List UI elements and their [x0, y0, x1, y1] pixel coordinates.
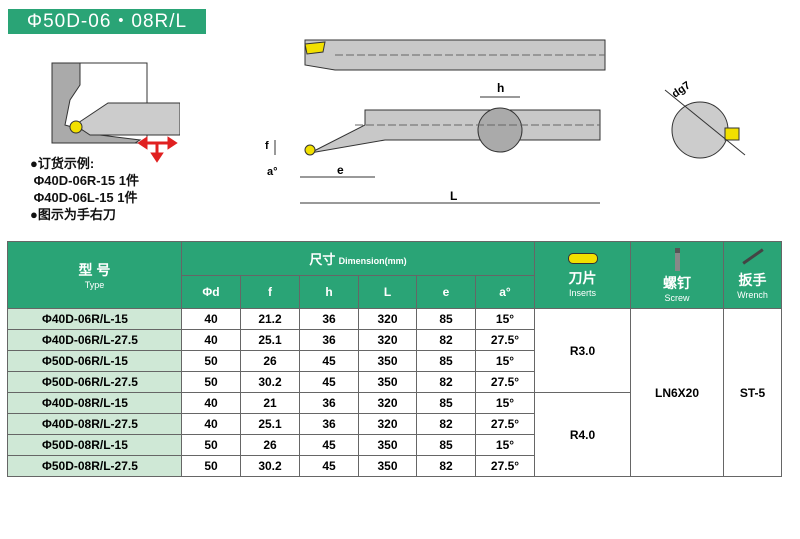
cell-type: Φ40D-08R/L-27.5 — [7, 413, 182, 435]
cell-insert: R4.0 — [534, 392, 631, 477]
cell-value: 27.5° — [475, 371, 535, 393]
page-title: Φ50D-06・08R/L — [8, 9, 206, 34]
tool-end-view: dg7 — [664, 80, 746, 159]
label-e: e — [337, 163, 344, 177]
note-line: Φ40D-06R-15 1件 — [30, 173, 139, 188]
cell-value: 320 — [358, 308, 417, 330]
cell-type: Φ50D-08R/L-15 — [7, 434, 182, 456]
header-dimension: 尺寸 Dimension(mm) — [181, 241, 535, 276]
cell-value: 26 — [240, 434, 300, 456]
cell-value: 15° — [475, 308, 535, 330]
order-notes: ●订货示例: Φ40D-06R-15 1件 Φ40D-06L-15 1件 ●图示… — [30, 155, 139, 223]
cell-value: 27.5° — [475, 329, 535, 351]
cell-value: 21.2 — [240, 308, 300, 330]
cell-value: 50 — [181, 371, 241, 393]
cell-value: 320 — [358, 392, 417, 414]
cell-value: 27.5° — [475, 455, 535, 477]
detail-view-diagram — [51, 62, 180, 163]
cell-type: Φ50D-08R/L-27.5 — [7, 455, 182, 477]
cell-value: 82 — [416, 371, 476, 393]
cell-value: 350 — [358, 371, 417, 393]
cell-value: 25.1 — [240, 413, 300, 435]
cell-type: Φ50D-06R/L-27.5 — [7, 371, 182, 393]
col-e: e — [416, 275, 476, 309]
cell-value: 45 — [299, 350, 359, 372]
cell-value: 36 — [299, 308, 359, 330]
label-a: a° — [267, 166, 278, 178]
cell-value: 40 — [181, 392, 241, 414]
cell-screw: LN6X20 — [630, 308, 724, 477]
cell-value: 350 — [358, 350, 417, 372]
cell-value: 21 — [240, 392, 300, 414]
cell-type: Φ50D-06R/L-15 — [7, 350, 182, 372]
label-L: L — [450, 189, 457, 203]
cell-value: 85 — [416, 308, 476, 330]
label-dg7: dg7 — [670, 80, 693, 100]
cell-value: 26 — [240, 350, 300, 372]
cell-value: 15° — [475, 434, 535, 456]
cell-type: Φ40D-06R/L-15 — [7, 308, 182, 330]
cell-value: 30.2 — [240, 371, 300, 393]
col-L: L — [358, 275, 417, 309]
note-right-hand: ●图示为手右刀 — [30, 207, 116, 222]
cell-value: 27.5° — [475, 413, 535, 435]
cell-insert: R3.0 — [534, 308, 631, 393]
cell-value: 15° — [475, 392, 535, 414]
tool-top-view — [304, 39, 606, 71]
cell-value: 85 — [416, 392, 476, 414]
tool-side-view: h e L f a° — [265, 81, 601, 204]
cell-value: 50 — [181, 455, 241, 477]
cell-value: 350 — [358, 434, 417, 456]
cell-value: 320 — [358, 413, 417, 435]
label-f: f — [265, 140, 269, 152]
cell-value: 36 — [299, 329, 359, 351]
label-h: h — [497, 81, 504, 95]
cell-wrench: ST-5 — [723, 308, 782, 477]
cell-value: 350 — [358, 455, 417, 477]
col-f: f — [240, 275, 300, 309]
cell-value: 25.1 — [240, 329, 300, 351]
col-a: a° — [475, 275, 535, 309]
cell-value: 82 — [416, 413, 476, 435]
insert-icon — [69, 120, 83, 134]
note-order-example: ●订货示例: — [30, 156, 95, 171]
insert-icon — [567, 252, 598, 264]
wrench-icon — [741, 247, 764, 265]
cell-value: 82 — [416, 329, 476, 351]
cell-value: 50 — [181, 434, 241, 456]
cell-type: Φ40D-06R/L-27.5 — [7, 329, 182, 351]
cell-value: 36 — [299, 413, 359, 435]
cell-value: 82 — [416, 455, 476, 477]
cell-value: 85 — [416, 350, 476, 372]
cell-value: 45 — [299, 455, 359, 477]
cell-value: 85 — [416, 434, 476, 456]
cell-value: 40 — [181, 329, 241, 351]
note-line: Φ40D-06L-15 1件 — [30, 190, 138, 205]
cell-value: 40 — [181, 308, 241, 330]
screw-icon — [674, 247, 680, 271]
cell-value: 30.2 — [240, 455, 300, 477]
cell-value: 50 — [181, 350, 241, 372]
cell-value: 45 — [299, 434, 359, 456]
cell-value: 320 — [358, 329, 417, 351]
cell-type: Φ40D-08R/L-15 — [7, 392, 182, 414]
cell-value: 15° — [475, 350, 535, 372]
cell-value: 40 — [181, 413, 241, 435]
col-h: h — [299, 275, 359, 309]
col-d: Φd — [181, 275, 241, 309]
cell-value: 36 — [299, 392, 359, 414]
cell-value: 45 — [299, 371, 359, 393]
